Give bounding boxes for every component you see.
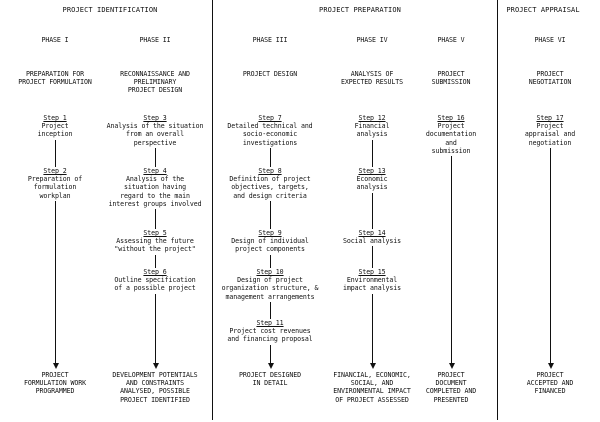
- phase-label: PHASE I: [41, 36, 69, 44]
- step-number: Step 9: [258, 229, 282, 237]
- step-description: Definition of project objectives, target…: [229, 175, 311, 200]
- step-description: Environmental impact analysis: [342, 276, 402, 293]
- step-connector: [270, 200, 271, 229]
- step-number: Step 5: [143, 229, 167, 237]
- step-description: Preparation of formulation workplan: [27, 175, 83, 200]
- step-description: Project documentation and submission: [425, 122, 477, 155]
- step-description: Project inception: [37, 122, 73, 139]
- step-number: Step 7: [258, 114, 282, 122]
- flow-arrow-icon: [268, 363, 274, 369]
- phase-outcome: PROJECT FORMULATION WORK PROGRAMMED: [24, 371, 86, 396]
- flow-line-to-outcome: [270, 344, 271, 363]
- phase-outcome: FINANCIAL, ECONOMIC, SOCIAL, AND ENVIRON…: [333, 371, 411, 404]
- phase-label: PHASE VI: [534, 36, 566, 44]
- step-connector: [372, 192, 373, 229]
- phase-title: PROJECT SUBMISSION: [431, 70, 471, 87]
- step-connector: [270, 147, 271, 167]
- phase-label: PHASE IV: [356, 36, 388, 44]
- step-number: Step 12: [358, 114, 386, 122]
- step-connector: [155, 254, 156, 268]
- section-divider-right: [497, 0, 498, 420]
- step-number: Step 4: [143, 167, 167, 175]
- step-connector: [372, 139, 373, 167]
- phase-title: PROJECT NEGOTIATION: [528, 70, 572, 87]
- step-number: Step 8: [258, 167, 282, 175]
- flow-line-to-outcome: [550, 147, 551, 363]
- step-number: Step 14: [358, 229, 386, 237]
- step-description: Project cost revenues and financing prop…: [227, 327, 313, 344]
- step-number: Step 10: [256, 268, 284, 276]
- section-project-identification: PROJECT IDENTIFICATION: [62, 6, 158, 14]
- phase-outcome: DEVELOPMENT POTENTIALS AND CONSTRAINTS A…: [112, 371, 198, 404]
- step-connector: [372, 246, 373, 268]
- section-project-appraisal: PROJECT APPRAISAL: [506, 6, 580, 14]
- step-description: Analysis of the situation having regard …: [108, 175, 202, 208]
- step-number: Step 15: [358, 268, 386, 276]
- step-description: Outline specification of a possible proj…: [114, 276, 196, 293]
- step-connector: [270, 254, 271, 268]
- step-connector: [55, 139, 56, 167]
- flow-arrow-icon: [548, 363, 554, 369]
- step-number: Step 2: [43, 167, 67, 175]
- phase-label: PHASE V: [437, 36, 465, 44]
- phase-label: PHASE III: [252, 36, 288, 44]
- step-connector: [155, 209, 156, 229]
- phase-outcome: PROJECT ACCEPTED AND FINANCED: [526, 371, 574, 396]
- section-divider-left: [212, 0, 213, 420]
- flow-line-to-outcome: [55, 200, 56, 363]
- step-description: Design of individual project components: [231, 237, 309, 254]
- step-number: Step 13: [358, 167, 386, 175]
- step-description: Detailed technical and socio-economic in…: [227, 122, 313, 147]
- phase-title: PREPARATION FOR PROJECT FORMULATION: [18, 70, 92, 87]
- step-description: Analysis of the situation from an overal…: [106, 122, 204, 147]
- flow-line-to-outcome: [372, 293, 373, 363]
- step-connector: [155, 147, 156, 167]
- flow-line-to-outcome: [451, 156, 452, 363]
- step-description: Design of project organization structure…: [221, 276, 319, 301]
- step-number: Step 3: [143, 114, 167, 122]
- phase-outcome: PROJECT DOCUMENT COMPLETED AND PRESENTED: [425, 371, 477, 404]
- step-number: Step 6: [143, 268, 167, 276]
- phase-title: ANALYSIS OF EXPECTED RESULTS: [341, 70, 403, 87]
- step-description: Project appraisal and negotiation: [524, 122, 576, 147]
- step-description: Economic analysis: [356, 175, 388, 192]
- step-number: Step 17: [536, 114, 564, 122]
- phase-title: PROJECT DESIGN: [242, 70, 298, 78]
- section-project-preparation: PROJECT PREPARATION: [319, 6, 401, 14]
- step-description: Financial analysis: [354, 122, 390, 139]
- step-description: Social analysis: [342, 237, 402, 246]
- flow-arrow-icon: [449, 363, 455, 369]
- flow-arrow-icon: [53, 363, 59, 369]
- phase-label: PHASE II: [139, 36, 171, 44]
- step-number: Step 11: [256, 319, 284, 327]
- flow-arrow-icon: [370, 363, 376, 369]
- step-number: Step 16: [437, 114, 465, 122]
- flow-line-to-outcome: [155, 293, 156, 363]
- step-connector: [270, 301, 271, 319]
- step-description: Assessing the future "without the projec…: [114, 237, 196, 254]
- phase-outcome: PROJECT DESIGNED IN DETAIL: [239, 371, 301, 388]
- step-number: Step 1: [43, 114, 67, 122]
- phase-title: RECONNAISSANCE AND PRELIMINARY PROJECT D…: [120, 70, 190, 95]
- flow-arrow-icon: [153, 363, 159, 369]
